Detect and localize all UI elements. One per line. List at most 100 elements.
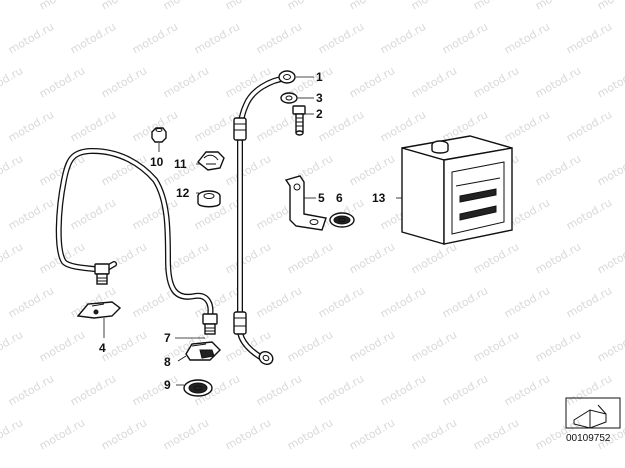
watermark-text: motod.ru xyxy=(471,64,521,100)
sealing-washer xyxy=(280,92,298,104)
watermark-text: motod.ru xyxy=(99,0,149,13)
watermark-text: motod.ru xyxy=(285,416,335,452)
watermark-text: motod.ru xyxy=(502,108,552,144)
watermark-text: motod.ru xyxy=(316,284,366,320)
watermark-text: motod.ru xyxy=(409,416,459,452)
callout-11: 11 xyxy=(174,157,187,171)
watermark-text: motod.ru xyxy=(471,240,521,276)
watermark-text: motod.ru xyxy=(223,240,273,276)
callout-1: 1 xyxy=(316,70,323,84)
callout-10: 10 xyxy=(150,155,164,169)
watermark-text: motod.ru xyxy=(595,240,625,276)
watermark-text: motod.ru xyxy=(409,240,459,276)
watermark-text: motod.ru xyxy=(68,108,118,144)
watermark-text: motod.ru xyxy=(161,64,211,100)
watermark-text: motod.ru xyxy=(595,0,625,13)
watermark-text: motod.ru xyxy=(6,196,56,232)
watermark-text: motod.ru xyxy=(502,20,552,56)
watermark-text: motod.ru xyxy=(68,372,118,408)
watermark-text: motod.ru xyxy=(502,372,552,408)
watermark-text: motod.ru xyxy=(533,152,583,188)
watermark-text: motod.ru xyxy=(533,328,583,364)
watermark-text: motod.ru xyxy=(130,20,180,56)
watermark-text: motod.ru xyxy=(254,372,304,408)
callout-12: 12 xyxy=(176,186,190,200)
watermark-text: motod.ru xyxy=(378,20,428,56)
watermark-text: motod.ru xyxy=(6,108,56,144)
watermark-text: motod.ru xyxy=(409,0,459,13)
watermark-text: motod.ru xyxy=(316,108,366,144)
watermark-text: motod.ru xyxy=(471,0,521,13)
watermark-text: motod.ru xyxy=(192,20,242,56)
watermark-text: motod.ru xyxy=(0,0,25,13)
watermark-text: motod.ru xyxy=(595,64,625,100)
watermark-text: motod.ru xyxy=(0,328,25,364)
callout-9: 9 xyxy=(164,378,171,392)
fluid-reservoir xyxy=(401,135,513,245)
watermark-text: motod.ru xyxy=(0,64,25,100)
watermark-text: motod.ru xyxy=(130,372,180,408)
brake-hose-long xyxy=(233,70,296,365)
hose-clip xyxy=(185,341,221,361)
watermark-text: motod.ru xyxy=(347,416,397,452)
watermark-text: motod.ru xyxy=(378,108,428,144)
watermark-text: motod.ru xyxy=(0,152,25,188)
rubber-grommet-upper xyxy=(329,212,355,228)
watermark-text: motod.ru xyxy=(440,372,490,408)
watermark-text: motod.ru xyxy=(6,372,56,408)
ring-grommet xyxy=(197,190,221,208)
watermark-text: motod.ru xyxy=(6,284,56,320)
watermark-text: motod.ru xyxy=(564,372,614,408)
banjo-bolt xyxy=(292,105,306,136)
watermark-text: motod.ru xyxy=(316,372,366,408)
watermark-text: motod.ru xyxy=(0,416,25,452)
callout-13: 13 xyxy=(372,191,386,205)
watermark-text: motod.ru xyxy=(285,240,335,276)
watermark-text: motod.ru xyxy=(533,0,583,13)
watermark-text: motod.ru xyxy=(37,416,87,452)
callout-2: 2 xyxy=(316,107,323,121)
watermark-text: motod.ru xyxy=(440,20,490,56)
watermark-text: motod.ru xyxy=(161,416,211,452)
watermark-text: motod.ru xyxy=(471,416,521,452)
watermark-text: motod.ru xyxy=(316,20,366,56)
watermark-text: motod.ru xyxy=(161,0,211,13)
watermark-text: motod.ru xyxy=(378,284,428,320)
watermark-text: motod.ru xyxy=(347,240,397,276)
watermark-text: motod.ru xyxy=(285,328,335,364)
watermark-text: motod.ru xyxy=(533,64,583,100)
watermark-text: motod.ru xyxy=(564,20,614,56)
watermark-text: motod.ru xyxy=(564,284,614,320)
diagram-code: 00109752 xyxy=(566,433,611,444)
watermark-text: motod.ru xyxy=(409,328,459,364)
watermark-text: motod.ru xyxy=(37,64,87,100)
watermark-text: motod.ru xyxy=(409,64,459,100)
diagram-code-icon xyxy=(565,397,621,429)
watermark-text: motod.ru xyxy=(37,0,87,13)
watermark-text: motod.ru xyxy=(595,152,625,188)
watermark-text: motod.ru xyxy=(502,284,552,320)
watermark-text: motod.ru xyxy=(564,196,614,232)
watermark-text: motod.ru xyxy=(99,416,149,452)
watermark-text: motod.ru xyxy=(533,240,583,276)
rigid-brake-line xyxy=(55,147,218,335)
watermark-text: motod.ru xyxy=(37,328,87,364)
watermark-text: motod.ru xyxy=(347,152,397,188)
callout-7: 7 xyxy=(164,331,171,345)
watermark-text: motod.ru xyxy=(595,328,625,364)
watermark-text: motod.ru xyxy=(99,328,149,364)
leader-lines xyxy=(103,76,402,386)
watermark-text: motod.ru xyxy=(223,152,273,188)
line-clip-plate xyxy=(76,301,122,319)
watermark-text: motod.ru xyxy=(6,20,56,56)
watermark-text: motod.ru xyxy=(347,328,397,364)
mounting-bracket xyxy=(284,175,327,231)
watermark-text: motod.ru xyxy=(0,240,25,276)
watermark-text: motod.ru xyxy=(347,64,397,100)
watermark-text: motod.ru xyxy=(130,196,180,232)
watermark-text: motod.ru xyxy=(68,20,118,56)
watermark-text: motod.ru xyxy=(378,372,428,408)
watermark-text: motod.ru xyxy=(254,20,304,56)
watermark-text: motod.ru xyxy=(347,0,397,13)
